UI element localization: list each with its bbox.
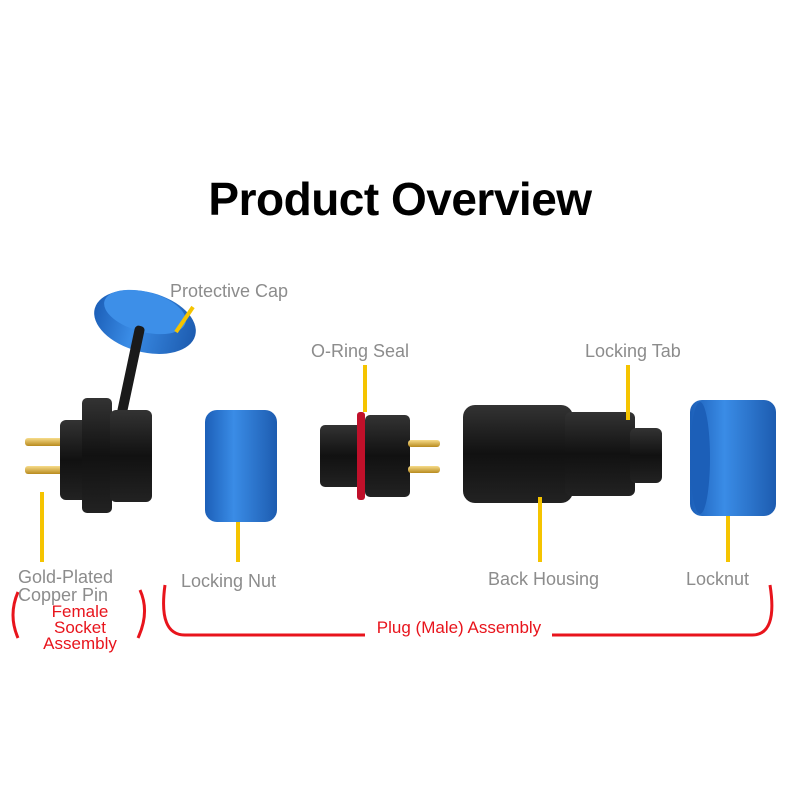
- female-assembly-line2: Socket: [54, 618, 106, 637]
- label-locking-tab: Locking Tab: [585, 341, 681, 361]
- plug-assembly-label: Plug (Male) Assembly: [376, 618, 542, 637]
- label-o-ring-seal: O-Ring Seal: [311, 341, 410, 361]
- female-assembly-line1: Female: [51, 602, 109, 621]
- locknut-part: [690, 400, 776, 516]
- female-assembly-line3: Assembly: [43, 634, 117, 653]
- label-locking-nut: Locking Nut: [181, 571, 277, 591]
- back-housing: [463, 405, 662, 503]
- label-gold-pin-2: Copper Pin: [18, 585, 109, 605]
- label-locknut: Locknut: [686, 569, 750, 589]
- label-protective-cap: Protective Cap: [170, 281, 289, 301]
- locking-nut: [205, 410, 277, 522]
- page-title: Product Overview: [208, 173, 592, 225]
- label-back-housing: Back Housing: [488, 569, 600, 589]
- label-gold-pin-1: Gold-Plated: [18, 567, 114, 587]
- protective-cap: [94, 289, 196, 415]
- male-plug: [320, 412, 440, 500]
- female-socket: [25, 398, 152, 513]
- leader-lines: [40, 305, 730, 562]
- assembly-brackets: [11, 584, 774, 639]
